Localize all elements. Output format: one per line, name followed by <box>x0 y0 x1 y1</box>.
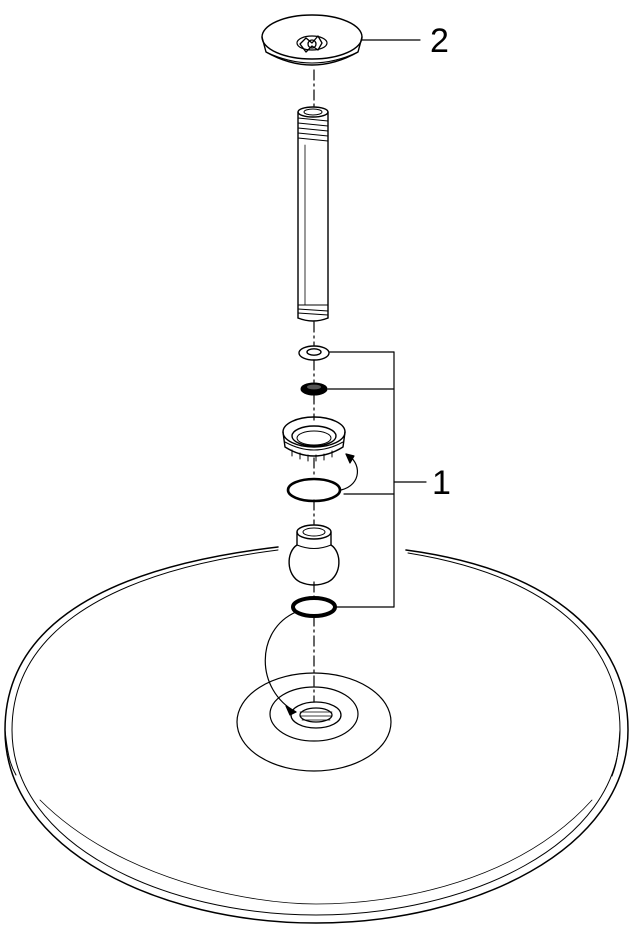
o-ring <box>286 477 342 503</box>
small-washer <box>298 345 330 361</box>
upper-thread <box>297 117 329 142</box>
shower-arm-pipe <box>297 106 329 322</box>
round-shower-head <box>4 546 629 924</box>
callout-label-1: 1 <box>432 464 451 502</box>
shower-head-hub <box>236 672 392 772</box>
callout-bracket-1 <box>327 351 427 608</box>
flat-gasket <box>291 596 337 618</box>
black-seal <box>300 382 328 396</box>
ball-joint <box>288 524 340 586</box>
assembly-arrow-upper <box>340 453 358 491</box>
swivel-nut <box>282 416 346 462</box>
lower-thread <box>297 308 329 316</box>
star-clip-icon <box>299 35 323 53</box>
assembly-arrow-lower <box>264 611 297 716</box>
wall-flange <box>261 14 363 66</box>
callout-label-2: 2 <box>430 22 449 60</box>
